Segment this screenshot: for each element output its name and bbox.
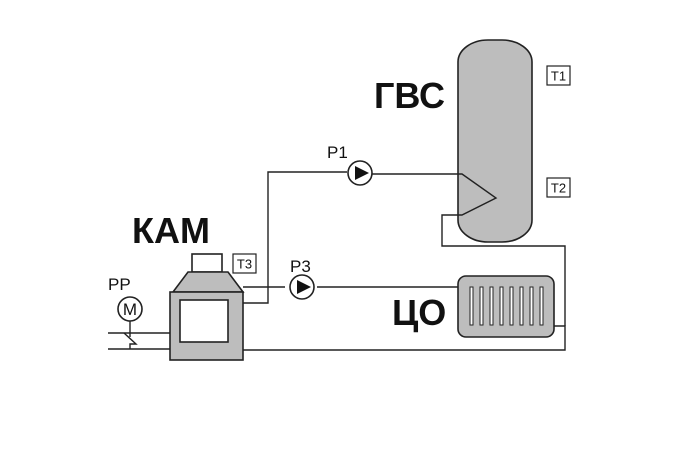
pump-p1-arrow	[355, 166, 369, 180]
mixer-valve-mark	[123, 332, 138, 349]
sensor-t2-box	[546, 177, 571, 198]
boiler-door	[179, 299, 229, 343]
sensor-t1-box	[546, 65, 571, 86]
radiator-fins	[469, 286, 544, 326]
heating-label: ЦО	[392, 292, 446, 333]
pump-p3-label: P3	[290, 257, 311, 276]
sensor-t3-box	[232, 253, 257, 274]
boiler-flue	[191, 253, 223, 273]
hot-water-tank	[457, 39, 533, 243]
mixer-motor-icon	[117, 296, 143, 322]
pump-p3-arrow	[297, 280, 311, 294]
mixer-motor-label: M	[123, 300, 137, 319]
boiler-top	[171, 271, 245, 293]
sensor-t1-label: T1	[551, 69, 566, 84]
sensor-t3-label: T3	[237, 257, 252, 272]
pump-p1-label: P1	[327, 143, 348, 162]
sensor-t2-label: T2	[551, 181, 566, 196]
supply-pipe-p1	[243, 171, 347, 304]
return-pipe	[243, 325, 566, 351]
hot-water-label: ГВС	[374, 75, 445, 116]
boiler-label: КАМ	[132, 210, 210, 251]
tank-coil	[372, 173, 566, 326]
mixer-label: PP	[108, 275, 131, 294]
